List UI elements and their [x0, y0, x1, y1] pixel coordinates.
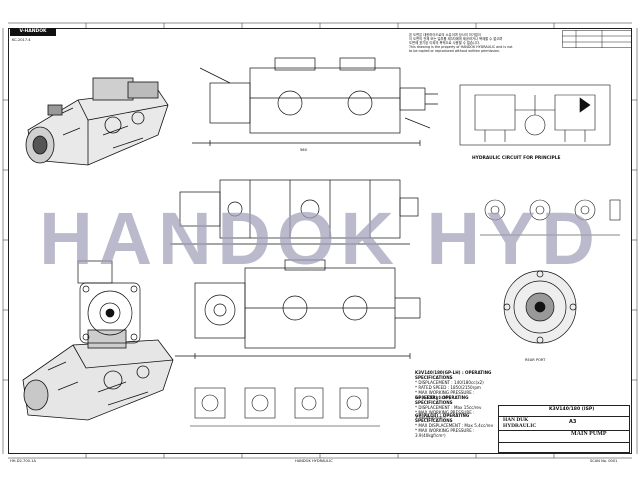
drawing-name: MAIN PUMP [571, 431, 607, 437]
reference-code: KC-2017.4 [12, 38, 31, 42]
svg-text:560: 560 [300, 148, 308, 152]
company-name-line1: HAN DUK [503, 417, 529, 423]
footer-center-text: HANDOK HYDRAULIC [295, 459, 333, 463]
main-spec-block: K3V140/180(GP-LH) : OPERATING SPECIFICAT… [415, 370, 505, 400]
pump-front-view [77, 260, 141, 344]
footer-left-code: HH-D2-700-1A [10, 459, 36, 463]
spec-line: * MAX WORKING PRESSURE : 34.3(350kgf/cm²… [415, 390, 475, 400]
note-line: This drawing is the property of HANDOK H… [409, 45, 513, 49]
model-number: K3V140/180 (ISP) [549, 407, 595, 412]
hydraulic-circuit-label: HYDRAULIC CIRCUIT FOR PRINCIPLE [472, 156, 561, 161]
title-block: K3V140/180 (ISP) HAN DUK HYDRAULIC A3 MA… [498, 405, 630, 453]
sheet-size: A3 [569, 419, 577, 425]
note-line: 본 도면은 대한하이드로의 소유이며 당사의 허가없이 [409, 33, 481, 37]
main-spec-title: K3V140/180(GP-LH) : OPERATING SPECIFICAT… [415, 370, 492, 380]
company-logo: V-HANDOK [10, 28, 56, 36]
rear-port-view [503, 270, 577, 344]
note-line: to be copied or reproduced without writt… [409, 49, 501, 53]
note-line: 도면에 표기된 이외의 목적으로 사용할 수 없습니다. [409, 41, 481, 45]
detail-views [190, 387, 380, 427]
spec-line: * MAX WORKING PRESSURE : 3.9(40kgf/cm²) [415, 410, 475, 420]
spec-line: * MAX DISPLACEMENT : Max 5.4cc/rev [415, 423, 494, 428]
company-name-line2: HYDRAULIC [503, 423, 537, 429]
revision-table [562, 30, 632, 48]
pump-side-view [170, 179, 419, 245]
hydraulic-circuit-diagram [459, 84, 611, 146]
spec-line: * DISPLACEMENT : 140/180cc(x2) [415, 380, 484, 385]
rear-port-label: REAR PORT [525, 358, 546, 362]
pilot-spec-block: GP(PILOT) : OPERATING SPECIFICATIONS * M… [415, 413, 505, 438]
pump-top-view: 560 [192, 57, 438, 152]
pump-isometric-bottom [22, 329, 174, 421]
gear-spec-block: GP(GEAR) : OPERATING SPECIFICATIONS * DI… [415, 395, 505, 420]
pilot-spec-title: GP(PILOT) : OPERATING SPECIFICATIONS [415, 413, 470, 423]
spec-line: * RATED SPEED : 1850/2150rpm [415, 385, 481, 390]
spec-line: * MAX WORKING PRESSURE : 3.9(40kgf/cm²) [415, 428, 475, 438]
gear-spec-title: GP(GEAR) : OPERATING SPECIFICATIONS [415, 395, 469, 405]
footer-right-code: SCAN No. 0001 [590, 459, 618, 463]
pump-isometric-top [25, 77, 169, 166]
pump-bottom-view [175, 259, 421, 359]
spec-line: * DISPLACEMENT : Max 15cc/rev [415, 405, 482, 410]
pump-end-views [480, 199, 621, 236]
drawing-notes: 본 도면은 대한하이드로의 소유이며 당사의 허가없이 이 도면의 전체 또는 … [409, 33, 564, 53]
note-line: 이 도면의 전체 또는 일부를 제3자에게 제공하거나 복제할 수 없으며 [409, 37, 503, 41]
